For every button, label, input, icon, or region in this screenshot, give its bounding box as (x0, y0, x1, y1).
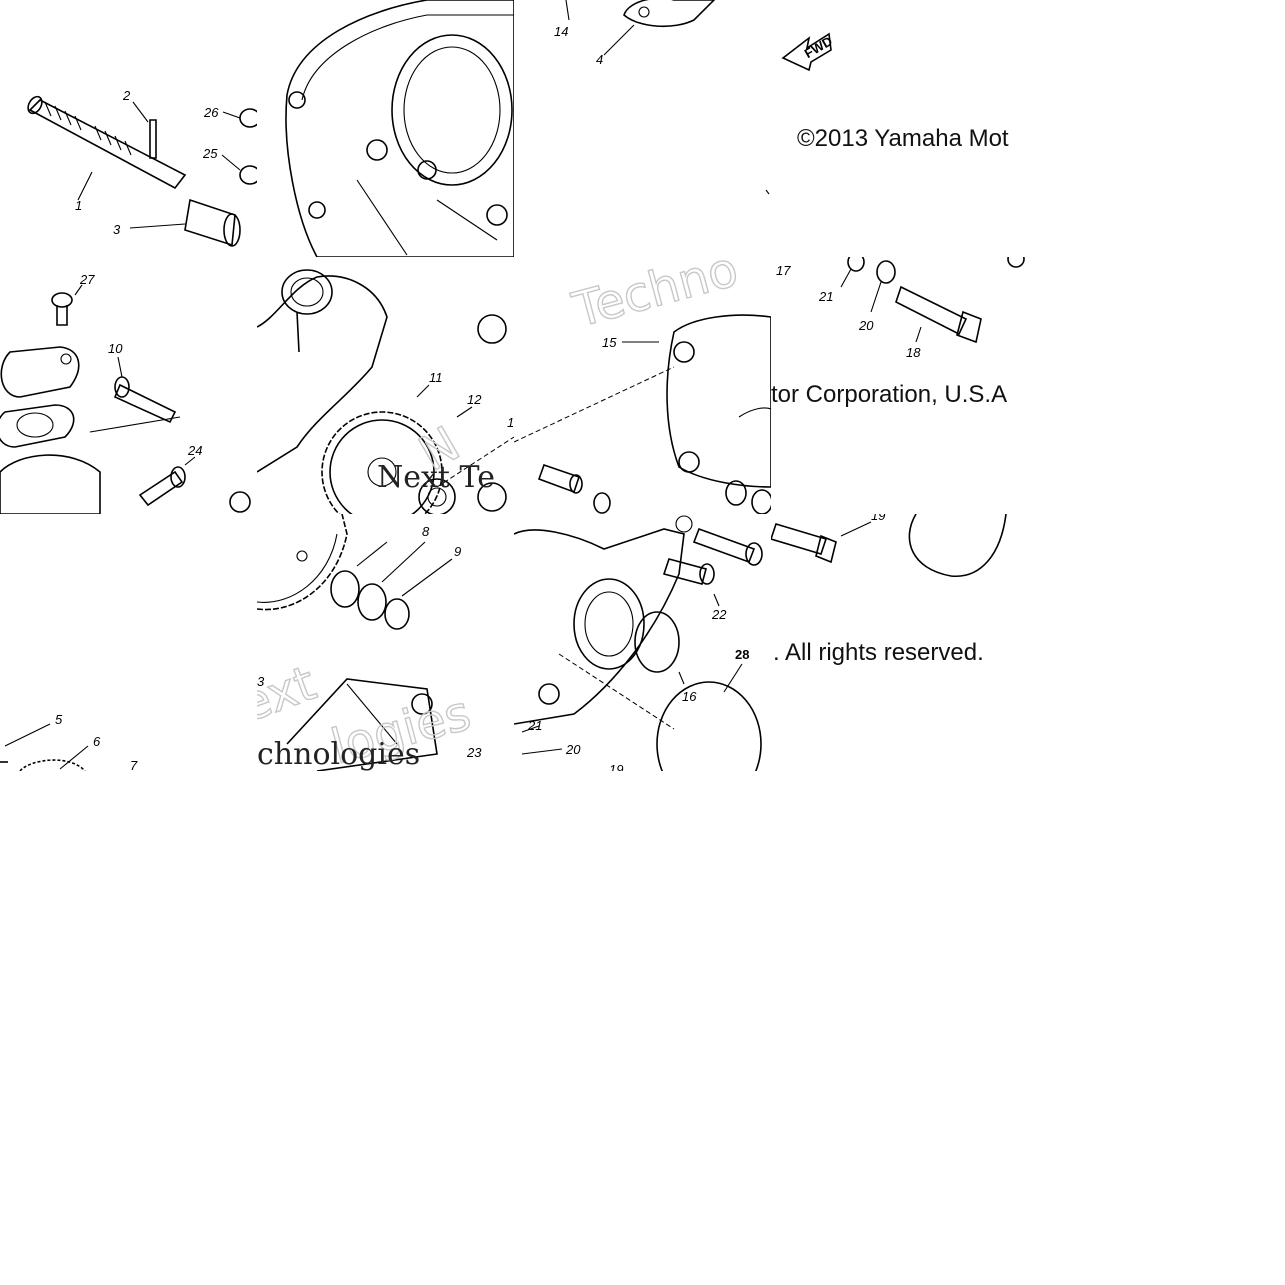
label-8: 8 (422, 524, 430, 539)
bolt-10 (113, 376, 177, 424)
label-25: 25 (202, 146, 218, 161)
label-1: 1 (75, 198, 82, 213)
bolt-18 (895, 285, 982, 344)
bolt-19 (771, 523, 837, 564)
copyright-line-1: ©2013 Yamaha Mot (797, 125, 1009, 152)
label-9: 9 (454, 544, 461, 559)
copyright-line-2: tor Corporation, U.S.A (771, 381, 1008, 408)
label-19: 19 (871, 514, 885, 523)
bracket-lower (286, 678, 438, 771)
label-21b: 21 (527, 718, 542, 733)
o-ring-28 (656, 681, 762, 771)
cover-plate (0, 346, 101, 514)
pin-2 (149, 119, 157, 159)
label-6: 6 (93, 734, 101, 749)
label-3b: 3 (257, 674, 265, 689)
worm-shaft (27, 95, 187, 190)
tile-housing-top (257, 0, 514, 257)
label-4: 4 (596, 52, 603, 67)
tile-small-gear: 5 6 7 (0, 514, 257, 771)
copyright-line-3: . All rights reserved. (773, 639, 984, 666)
cap-part-4 (623, 0, 716, 28)
label-10: 10 (108, 341, 123, 356)
tile-shaft-assembly: 1 2 3 26 25 (0, 0, 257, 257)
label-11: 11 (429, 370, 443, 385)
washer-25 (239, 165, 257, 185)
tile-cap-parts: 14 4 (514, 0, 771, 257)
label-23: 23 (466, 745, 482, 760)
label-12: 12 (467, 392, 482, 407)
tile-copyright-3: 19 . All rights reserved. (771, 514, 1028, 771)
label-7: 7 (130, 758, 138, 771)
dowel-pin (537, 463, 583, 494)
tile-cover-plate: 27 10 24 (0, 257, 257, 514)
gear-11 (321, 411, 443, 514)
bolt-24 (138, 466, 186, 507)
label-13: 13 (507, 415, 514, 430)
label-24: 24 (187, 443, 202, 458)
label-15: 15 (602, 335, 617, 350)
screw-27 (51, 292, 73, 326)
label-16: 16 (682, 689, 697, 704)
watermark-techno: Techno (567, 257, 744, 339)
tile-gear-assembly: N Next Te 11 12 13 (257, 257, 514, 514)
sleeve-3 (184, 198, 241, 247)
tile-copyright-1: FWD ©2013 Yamaha Mot (771, 0, 1028, 257)
label-22: 22 (711, 607, 727, 622)
bearing-12 (418, 478, 456, 514)
label-28: 28 (735, 647, 749, 662)
label-20: 20 (858, 318, 874, 333)
label-21: 21 (818, 289, 833, 304)
housing-lower (257, 269, 388, 473)
circlip-9 (384, 598, 410, 630)
washer-8 (330, 570, 387, 621)
washer-20 (876, 260, 896, 284)
side-cover-15 (666, 314, 771, 488)
fwd-arrow-icon: FWD (781, 32, 835, 72)
label-5: 5 (55, 712, 63, 727)
label-26: 26 (203, 105, 219, 120)
washer-21 (847, 257, 865, 272)
label-17: 17 (776, 263, 791, 278)
o-ring-edge (908, 514, 1007, 577)
screw-upper (692, 527, 763, 566)
screw-22 (662, 558, 715, 585)
washer-26 (239, 108, 257, 128)
watermark-chnologies: chnologies (257, 737, 420, 771)
pump-housing (514, 515, 693, 725)
watermark-ext: ext (257, 655, 323, 734)
watermark-next-te: Next Te (377, 460, 495, 495)
tile-copyright-2: 17 21 20 18 tor Corporation, U.S.A (771, 257, 1028, 514)
circlip-16 (634, 611, 680, 673)
label-19b: 19 (609, 762, 623, 771)
tile-side-cover: Techno 15 (514, 257, 771, 514)
washer-pair (593, 480, 771, 514)
label-3: 3 (113, 222, 121, 237)
label-27: 27 (79, 272, 95, 287)
gear-edge (257, 514, 348, 611)
tile-pump-housing: 22 16 28 21 20 19 (514, 514, 771, 771)
tile-washers: ext logies chnologies 8 9 3 23 (257, 514, 514, 771)
label-20b: 20 (565, 742, 581, 757)
label-2: 2 (122, 88, 131, 103)
label-18: 18 (906, 345, 921, 360)
gasket-outline (285, 0, 514, 257)
label-14: 14 (554, 24, 568, 39)
